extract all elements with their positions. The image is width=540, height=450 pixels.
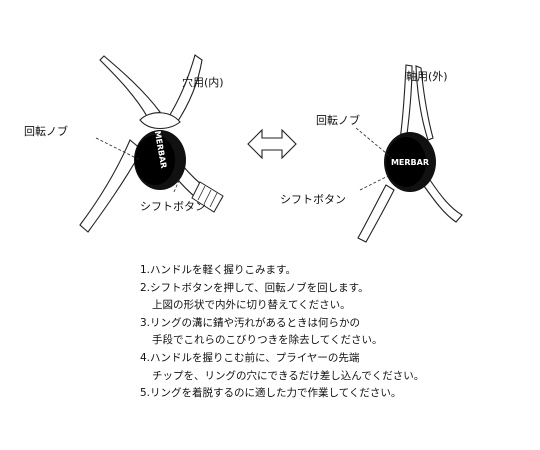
external-rotary-knob: MERBAR — [384, 132, 436, 192]
left-title: 穴用(内) — [182, 75, 224, 89]
double-headed-arrow-icon — [247, 128, 297, 160]
instruction-list: 1.ハンドルを軽く握りこみます。 2.シフトボタンを押して、回転ノブを回します。… — [140, 262, 530, 403]
instruction-line-3-cont: 手段でこれらのこびりつきを除去してください。 — [152, 334, 383, 347]
instruction-line-5: 5.リングを着脱するのに適した力で作業してください。 — [140, 387, 402, 400]
right-title: 軸用(外) — [406, 69, 448, 83]
right-leader-lines — [355, 127, 393, 191]
instruction-line-2: 2.シフトボタンを押して、回転ノブを回します。 — [140, 281, 369, 294]
instruction-line-3: 3.リングの溝に錆や汚れがあるときは何らかの — [140, 316, 361, 329]
left-button-label: シフトボタン — [140, 200, 206, 213]
left-leader-lines — [95, 137, 181, 193]
right-button-label: シフトボタン — [280, 193, 346, 206]
instruction-line-4: 4.ハンドルを握りこむ前に、プライヤーの先端 — [140, 351, 360, 364]
internal-rotary-knob: MERBAR — [134, 130, 186, 190]
right-knob-label: 回転ノブ — [316, 113, 360, 127]
instruction-line-4-cont: チップを、リングの穴にできるだけ差し込んでください。 — [152, 369, 425, 382]
left-knob-label: 回転ノブ — [24, 124, 68, 138]
internal-pliers-drawing — [79, 54, 224, 233]
instruction-line-2-cont: 上図の形状で内外に切り替えてください。 — [152, 299, 351, 312]
external-pliers-drawing — [357, 64, 463, 243]
instruction-line-1: 1.ハンドルを軽く握りこみます。 — [140, 264, 296, 276]
external-logo: MERBAR — [391, 158, 429, 167]
